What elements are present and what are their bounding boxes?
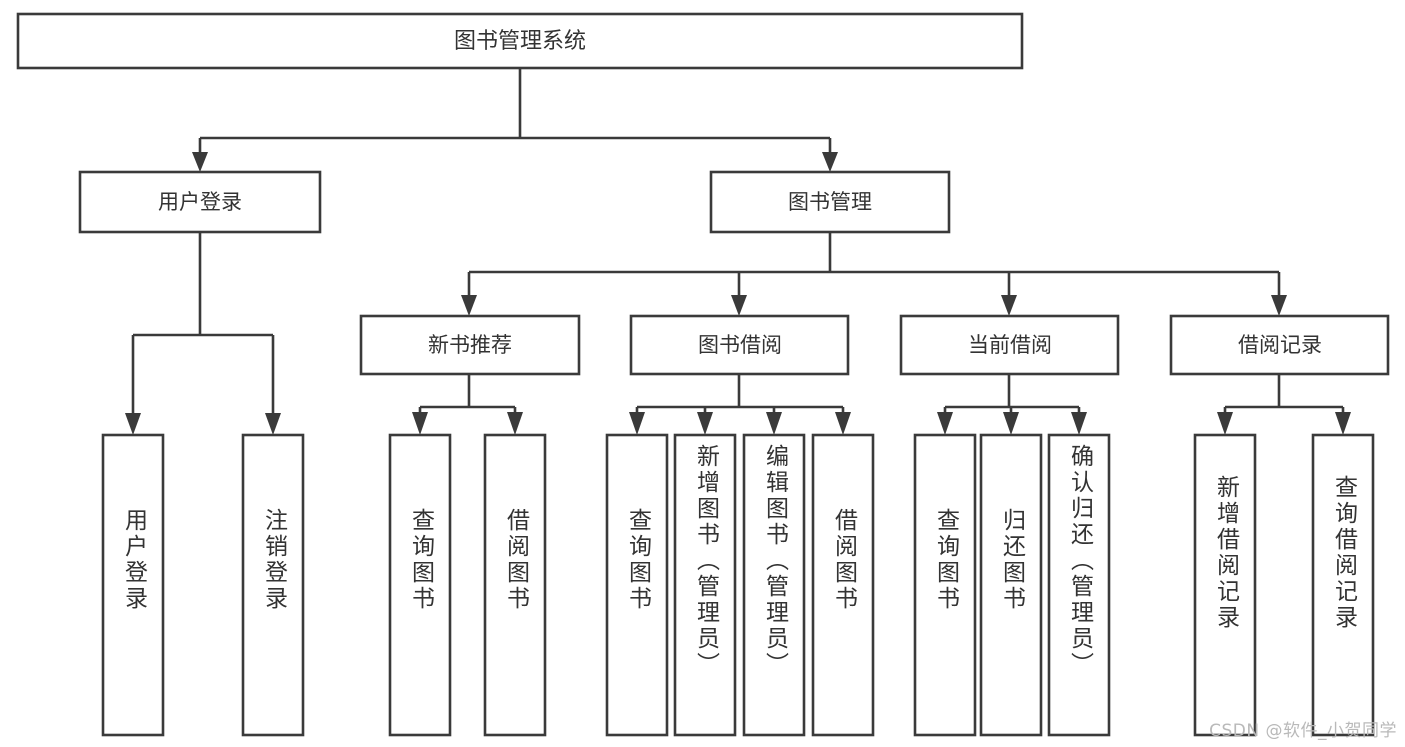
arrow-leaf-g2-1-icon <box>629 412 645 435</box>
label-new-book-recommend: 新书推荐 <box>428 333 512 357</box>
label-root: 图书管理系统 <box>454 29 586 54</box>
leaf-box-book-borrow-3[interactable] <box>742 433 806 737</box>
arrow-leaf-u2-icon <box>265 413 281 435</box>
leaf-box-current-borrow-1[interactable] <box>913 433 977 737</box>
arrow-book-manage-icon <box>822 152 838 172</box>
label-user-login: 用户登录 <box>158 190 242 214</box>
arrow-leaf-g2-4-icon <box>835 412 851 435</box>
label-borrow-record: 借阅记录 <box>1238 333 1322 357</box>
node-user-login[interactable] <box>78 170 322 234</box>
label-book-manage: 图书管理 <box>788 190 872 214</box>
node-borrow-record[interactable] <box>1169 314 1390 376</box>
csdn-watermark: CSDN @软件_小贺同学 <box>1209 721 1397 741</box>
connector-layer <box>125 68 1351 435</box>
arrow-level3-2-icon <box>731 295 747 316</box>
node-root[interactable] <box>16 12 1024 70</box>
leaf-box-current-borrow-3[interactable] <box>1047 433 1111 737</box>
arrow-level3-1-icon <box>461 295 477 316</box>
arrow-leaf-g2-2-icon <box>697 412 713 435</box>
leaf-box-user-login-1[interactable] <box>101 433 165 737</box>
leaf-box-new-book-2[interactable] <box>483 433 547 737</box>
arrow-leaf-g2-3-icon <box>766 412 782 435</box>
label-book-borrow: 图书借阅 <box>698 333 782 357</box>
leaf-box-borrow-record-1[interactable] <box>1193 433 1257 737</box>
node-book-manage[interactable] <box>709 170 951 234</box>
arrow-leaf-g1-2-icon <box>507 412 523 435</box>
arrow-level3-4-icon <box>1271 295 1287 316</box>
leaf-box-book-borrow-4[interactable] <box>811 433 875 737</box>
arrow-leaf-g4-2-icon <box>1335 412 1351 435</box>
label-current-borrow: 当前借阅 <box>968 333 1052 357</box>
leaf-box-book-borrow-1[interactable] <box>605 433 669 737</box>
label-layer: 图书管理系统 用户登录 图书管理 新书推荐 图书借阅 当前借阅 借阅记录 <box>158 29 1322 357</box>
arrow-leaf-u1-icon <box>125 413 141 435</box>
arrow-leaf-g3-1-icon <box>937 412 953 435</box>
leaf-box-current-borrow-2[interactable] <box>979 433 1043 737</box>
leaf-box-user-login-2[interactable] <box>241 433 305 737</box>
arrow-leaf-g3-2-icon <box>1003 412 1019 435</box>
arrow-user-login-icon <box>192 152 208 172</box>
node-layer <box>16 12 1390 737</box>
arrow-leaf-g1-1-icon <box>412 412 428 435</box>
arrow-level3-3-icon <box>1001 295 1017 316</box>
node-new-book-recommend[interactable] <box>359 314 581 376</box>
arrow-leaf-g4-1-icon <box>1217 412 1233 435</box>
leaf-box-book-borrow-2[interactable] <box>673 433 737 737</box>
node-book-borrow[interactable] <box>629 314 850 376</box>
node-current-borrow[interactable] <box>899 314 1120 376</box>
arrow-leaf-g3-3-icon <box>1071 412 1087 435</box>
leaf-box-borrow-record-2[interactable] <box>1311 433 1375 737</box>
leaf-box-new-book-1[interactable] <box>388 433 452 737</box>
